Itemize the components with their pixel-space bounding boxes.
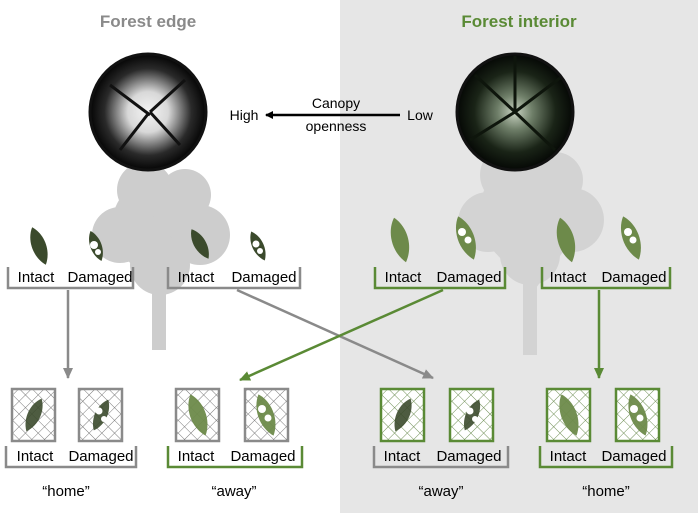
leaf-icon [85,229,107,263]
canopy-high-label: High [230,107,259,123]
canopy-label-line2: openness [306,118,367,134]
intact-label: Intact [18,269,56,286]
intact-label: Intact [178,269,216,286]
intact-label: Intact [17,448,55,465]
damaged-label: Damaged [68,448,133,465]
treatment-label-away: “away” [211,483,256,500]
forest-edge-title: Forest edge [100,12,196,31]
bottom-group-2: Intact Damaged “away” [166,387,304,500]
forest-interior-title: Forest interior [461,12,577,31]
hemispherical-photo-edge [88,52,208,172]
damaged-label: Damaged [67,269,132,286]
damaged-label: Damaged [230,448,295,465]
transplant-arrow-edge-away [236,288,434,380]
leaf-icon [615,213,647,263]
top-group-2: Intact Damaged [166,226,302,290]
bottom-group-3: Intact Damaged “away” [372,387,510,500]
group-bracket [4,446,138,469]
group-bracket [166,446,304,469]
treatment-label-away: “away” [418,483,463,500]
mesh-cage-icon [614,387,661,443]
transplant-arrow-interior-away [239,288,444,382]
damaged-label: Damaged [436,448,501,465]
damaged-label: Damaged [436,269,501,286]
leaf-icon [246,229,270,263]
canopy-low-label: Low [407,107,434,123]
top-group-3: Intact Damaged [373,213,507,290]
bottom-group-4: Intact Damaged “home” [538,387,674,500]
hemispherical-photo-interior [455,52,575,172]
leaf-icon [450,213,482,263]
damaged-label: Damaged [231,269,296,286]
top-group-4: Intact Damaged [540,213,672,290]
group-bracket [538,446,674,469]
bottom-group-1: Intact Damaged “home” [4,387,138,500]
canopy-label-line1: Canopy [312,95,360,111]
group-bracket [6,267,135,290]
intact-label: Intact [550,269,588,286]
mesh-cage-icon [379,387,426,443]
group-bracket [373,267,507,290]
treatment-label-home: “home” [42,483,90,500]
group-bracket [372,446,510,469]
damaged-label: Damaged [601,269,666,286]
mesh-cage-icon [448,387,495,443]
group-bracket [540,267,672,290]
leaf-icon [25,224,53,268]
mesh-cage-icon [10,387,57,443]
top-group-1: Intact Damaged [6,224,135,290]
mesh-cage-icon [243,387,290,443]
mesh-cage-icon [77,387,124,443]
intact-label: Intact [550,448,588,465]
tree-silhouette-icon [92,162,230,350]
mesh-cage-icon [174,387,221,443]
intact-label: Intact [178,448,216,465]
intact-label: Intact [384,448,422,465]
group-bracket [166,267,302,290]
intact-label: Intact [385,269,423,286]
treatment-label-home: “home” [582,483,630,500]
damaged-label: Damaged [601,448,666,465]
mesh-cage-icon [545,387,592,443]
